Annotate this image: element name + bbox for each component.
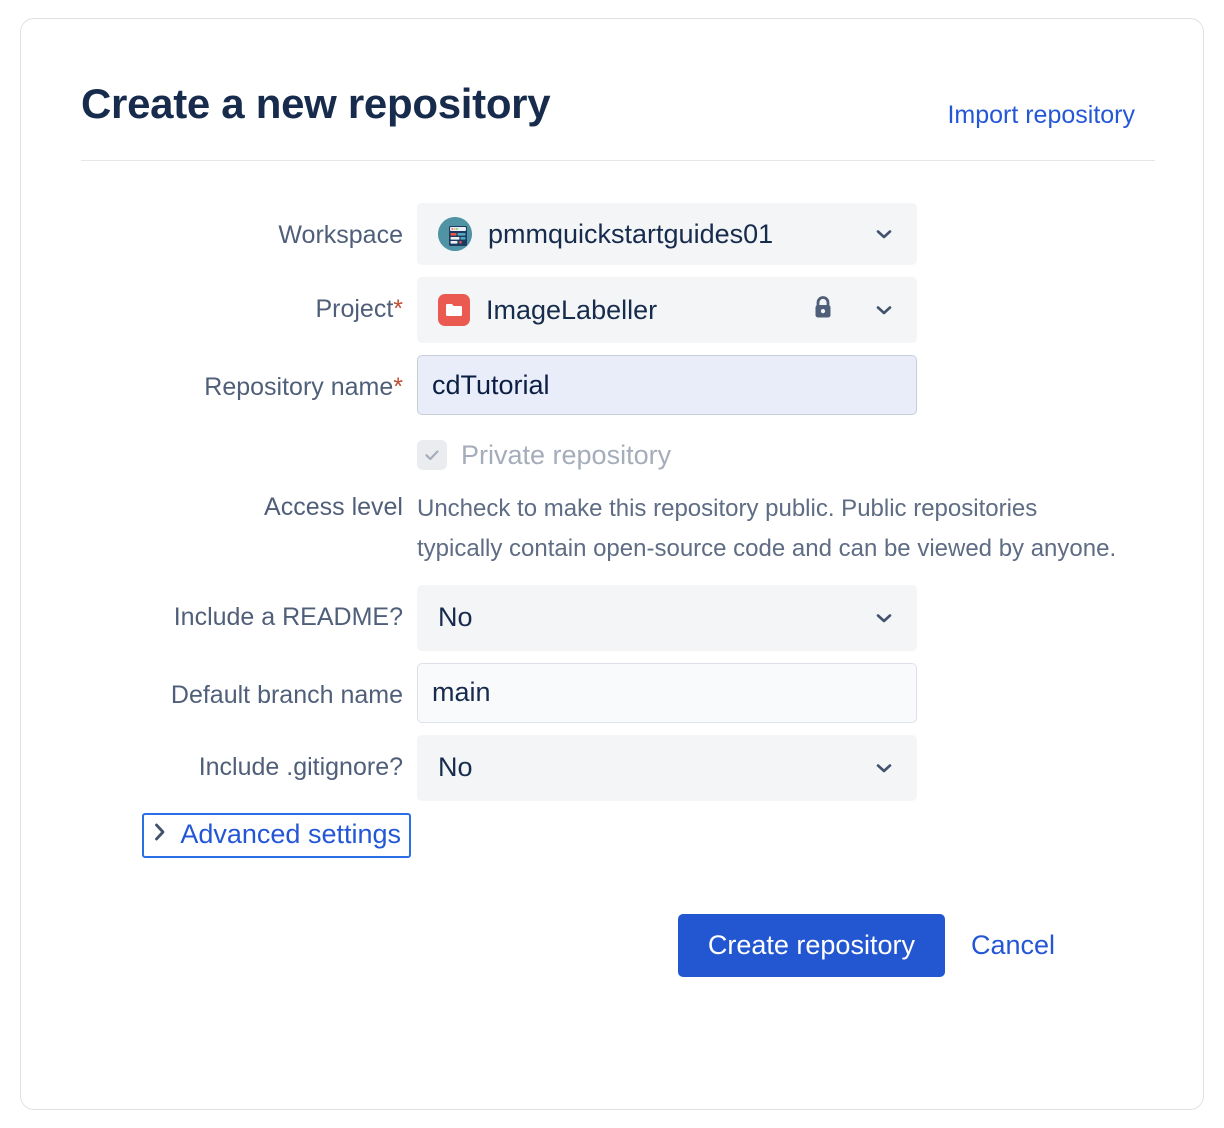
workspace-row: Workspace — [81, 203, 1155, 265]
cancel-link[interactable]: Cancel — [970, 929, 1055, 960]
dialog-header: Create a new repository Import repositor… — [81, 75, 1155, 161]
private-repository-checkbox[interactable] — [417, 440, 447, 470]
repository-name-row: Repository name* cdTutorial — [81, 355, 1155, 415]
include-gitignore-select[interactable]: No — [417, 734, 917, 801]
create-repository-button[interactable]: Create repository — [677, 913, 945, 977]
repository-name-field: cdTutorial — [417, 355, 1155, 415]
include-readme-select[interactable]: No — [417, 584, 917, 651]
chevron-down-icon — [874, 300, 894, 320]
private-repository-checkbox-wrap[interactable]: Private repository — [417, 427, 1155, 483]
advanced-settings-label: Advanced settings — [180, 818, 401, 849]
access-level-help-text: Uncheck to make this repository public. … — [417, 495, 1117, 562]
default-branch-name-input[interactable]: main — [417, 662, 917, 723]
repository-name-label: Repository name* — [81, 355, 417, 405]
chevron-down-icon — [874, 608, 894, 628]
workspace-value: pmmquickstartguides01 — [488, 218, 774, 249]
access-level-row: Access level Private repository Uncheck … — [81, 427, 1155, 573]
private-repository-label: Private repository — [461, 439, 672, 470]
chevron-right-icon — [152, 821, 168, 848]
include-gitignore-value: No — [438, 752, 473, 783]
access-level-label: Access level — [264, 493, 403, 522]
include-gitignore-row: Include .gitignore? No — [81, 734, 1155, 801]
default-branch-name-row: Default branch name main — [81, 662, 1155, 723]
include-readme-field: No — [417, 584, 1155, 651]
repository-name-input[interactable]: cdTutorial — [417, 355, 917, 415]
include-gitignore-field: No — [417, 734, 1155, 801]
repository-name-required-marker: * — [393, 373, 403, 401]
include-readme-row: Include a README? No — [81, 584, 1155, 651]
access-level-field: Private repository Uncheck to make this … — [417, 427, 1155, 573]
lock-icon — [810, 294, 836, 327]
project-required-marker: * — [393, 295, 403, 323]
default-branch-name-field: main — [417, 662, 1155, 723]
include-gitignore-label: Include .gitignore? — [198, 752, 403, 781]
import-repository-link[interactable]: Import repository — [947, 101, 1135, 129]
project-value: ImageLabeller — [486, 294, 658, 325]
include-readme-value: No — [438, 602, 473, 633]
form-actions: Create repository Cancel — [81, 913, 1155, 977]
project-select[interactable]: ImageLabeller — [417, 277, 917, 343]
advanced-settings-wrap: Advanced settings — [81, 812, 417, 858]
page-title: Create a new repository — [81, 80, 551, 127]
advanced-settings-toggle[interactable]: Advanced settings — [142, 812, 411, 858]
project-row: Project* ImageLabeller — [81, 277, 1155, 343]
default-branch-name-label: Default branch name — [170, 680, 403, 709]
repository-name-label-text: Repository name — [204, 373, 394, 401]
workspace-select[interactable]: pmmquickstartguides01 — [417, 203, 917, 265]
chevron-down-icon — [874, 758, 894, 778]
card-inner: Create a new repository Import repositor… — [81, 75, 1155, 977]
workspace-label: Workspace — [278, 221, 403, 249]
create-repository-card: Create a new repository Import repositor… — [20, 18, 1204, 1110]
project-folder-icon — [438, 294, 470, 326]
create-repository-form: Workspace — [81, 203, 1155, 977]
workspace-field: pmmquickstartguides01 — [417, 203, 1155, 265]
project-label-text: Project — [315, 295, 394, 323]
chevron-down-icon — [874, 224, 894, 244]
project-field: ImageLabeller — [417, 277, 1155, 343]
advanced-settings-row: Advanced settings — [81, 812, 1155, 858]
project-label: Project* — [81, 277, 417, 327]
include-readme-label: Include a README? — [173, 602, 403, 631]
workspace-avatar-icon — [438, 217, 472, 251]
